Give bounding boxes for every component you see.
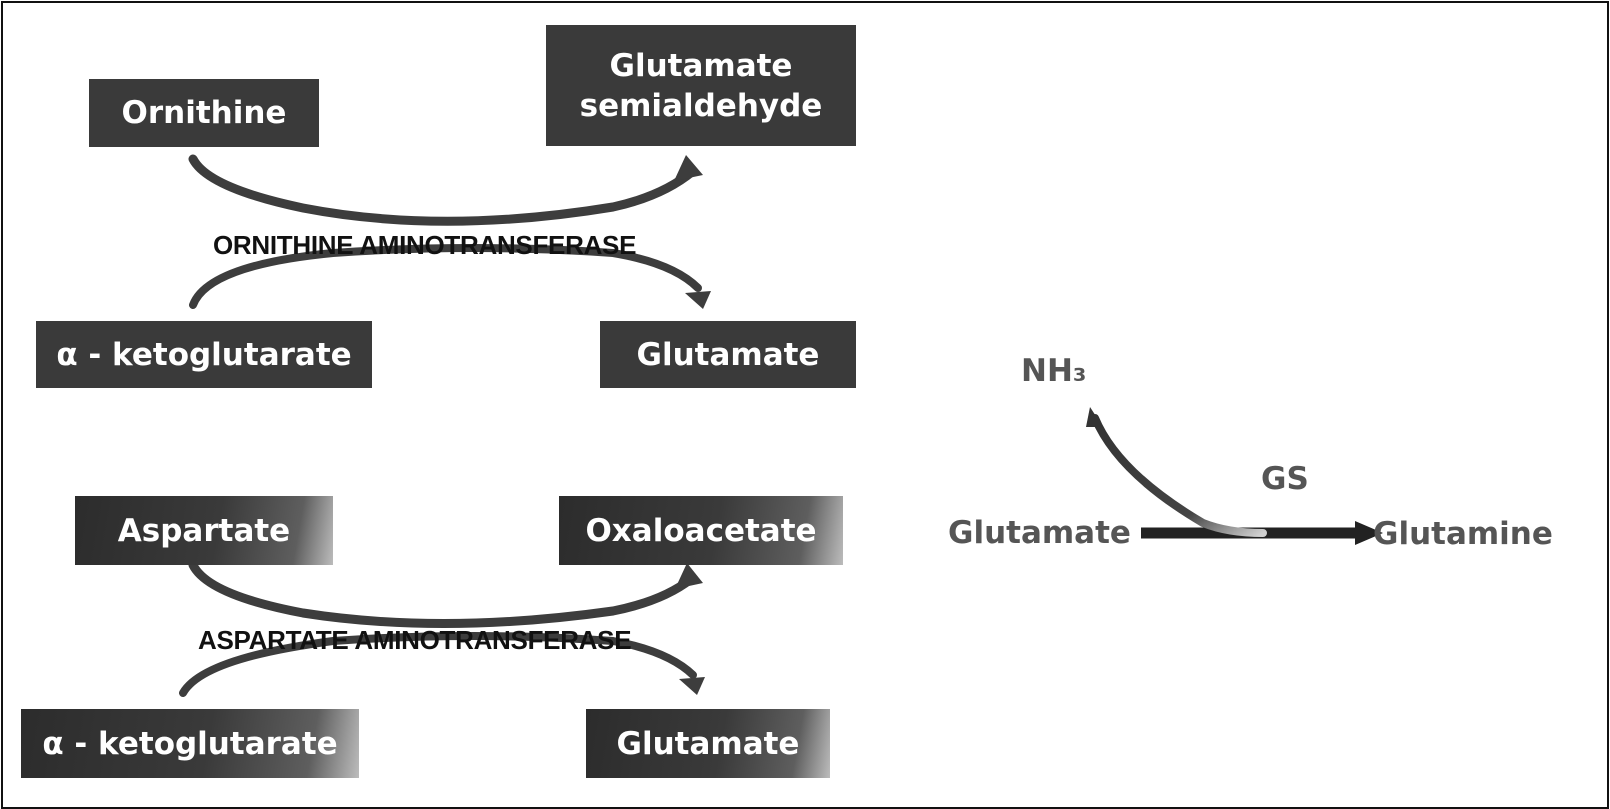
arrow-ketoglutarate-to-glutamate-top	[189, 244, 711, 309]
ornithine-label: Ornithine	[121, 95, 287, 131]
arrow-aspartate-to-oxaloacetate	[188, 560, 703, 628]
aspartate-box: Aspartate	[75, 496, 333, 565]
glutamate-box-top: Glutamate	[600, 321, 856, 388]
gs-enzyme-label: GS	[1261, 461, 1309, 497]
ketoglutarate-box-top: α - ketoglutarate	[36, 321, 372, 388]
ketoglutarate-label-top: α - ketoglutarate	[56, 336, 352, 373]
glutamate-substrate-label: Glutamate	[948, 515, 1131, 551]
glutamine-product-label: Glutamine	[1373, 516, 1553, 552]
ornithine-box: Ornithine	[89, 79, 319, 147]
oxaloacetate-box: Oxaloacetate	[559, 496, 843, 565]
semialdehyde-label-line2: semialdehyde	[579, 87, 823, 124]
glutamate-box-bottom: Glutamate	[586, 709, 830, 778]
ornithine-aminotransferase-label: ORNITHINE AMINOTRANSFERASE	[213, 230, 637, 260]
aspartate-aminotransferase-label: ASPARTATE AMINOTRANSFERASE	[198, 625, 632, 655]
aspartate-label: Aspartate	[117, 512, 291, 549]
ketoglutarate-box-bottom: α - ketoglutarate	[21, 709, 359, 778]
nh3-label: NH₃	[1021, 353, 1087, 389]
semialdehyde-label-line1: Glutamate	[609, 47, 793, 84]
oxaloacetate-label: Oxaloacetate	[585, 512, 817, 549]
glutamate-label-top: Glutamate	[636, 336, 820, 373]
glutamate-label-bottom: Glutamate	[616, 725, 800, 762]
glutamate-semialdehyde-box: Glutamate semialdehyde	[546, 25, 856, 146]
arrows-layer	[179, 154, 1383, 697]
arrow-ornithine-to-semialdehyde	[188, 154, 703, 226]
ketoglutarate-label-bottom: α - ketoglutarate	[42, 725, 338, 762]
arrow-ketoglutarate-to-glutamate-bottom	[179, 632, 705, 697]
arrow-nh3-input	[1086, 407, 1267, 537]
